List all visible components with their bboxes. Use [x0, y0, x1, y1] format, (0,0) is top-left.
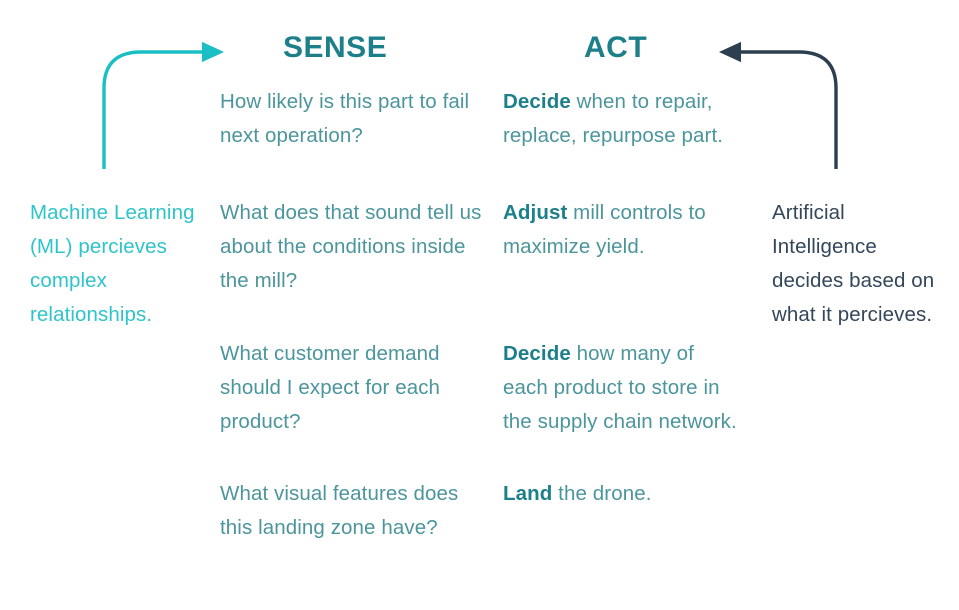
sense-inflow-arrow — [102, 41, 225, 169]
sense-item: What customer demand should I expect for… — [220, 342, 441, 433]
sense-item: How likely is this part to fail next ope… — [220, 90, 470, 147]
act-item-lead: Land — [503, 482, 553, 505]
sense-item: What visual features does this landing z… — [220, 482, 459, 539]
act-outflow-arrow — [718, 41, 838, 169]
act-item: Land the drone. — [503, 477, 738, 511]
act-item-lead: Adjust — [503, 201, 568, 224]
ai-description: Artificial Intelligence decides based on… — [772, 201, 935, 326]
act-item-body: mill controls to maximize yield. — [503, 201, 706, 258]
column-heading-sense: SENSE — [283, 31, 388, 64]
act-item-body: how many of each product to store in the… — [503, 342, 737, 433]
act-item: Adjust mill controls to maximize yield. — [503, 196, 738, 264]
act-item-lead: Decide — [503, 90, 571, 113]
act-item: Decide when to repair, replace, repurpos… — [503, 85, 738, 153]
column-heading-act: ACT — [584, 31, 648, 64]
ml-description: Machine Learning (ML) percieves complex … — [30, 201, 195, 326]
act-item: Decide how many of each product to store… — [503, 337, 738, 439]
sense-item: What does that sound tell us about the c… — [220, 201, 482, 292]
act-item-body: the drone. — [552, 482, 652, 505]
act-item-lead: Decide — [503, 342, 571, 365]
act-item-body: when to repair, replace, repurpose part. — [503, 90, 724, 147]
